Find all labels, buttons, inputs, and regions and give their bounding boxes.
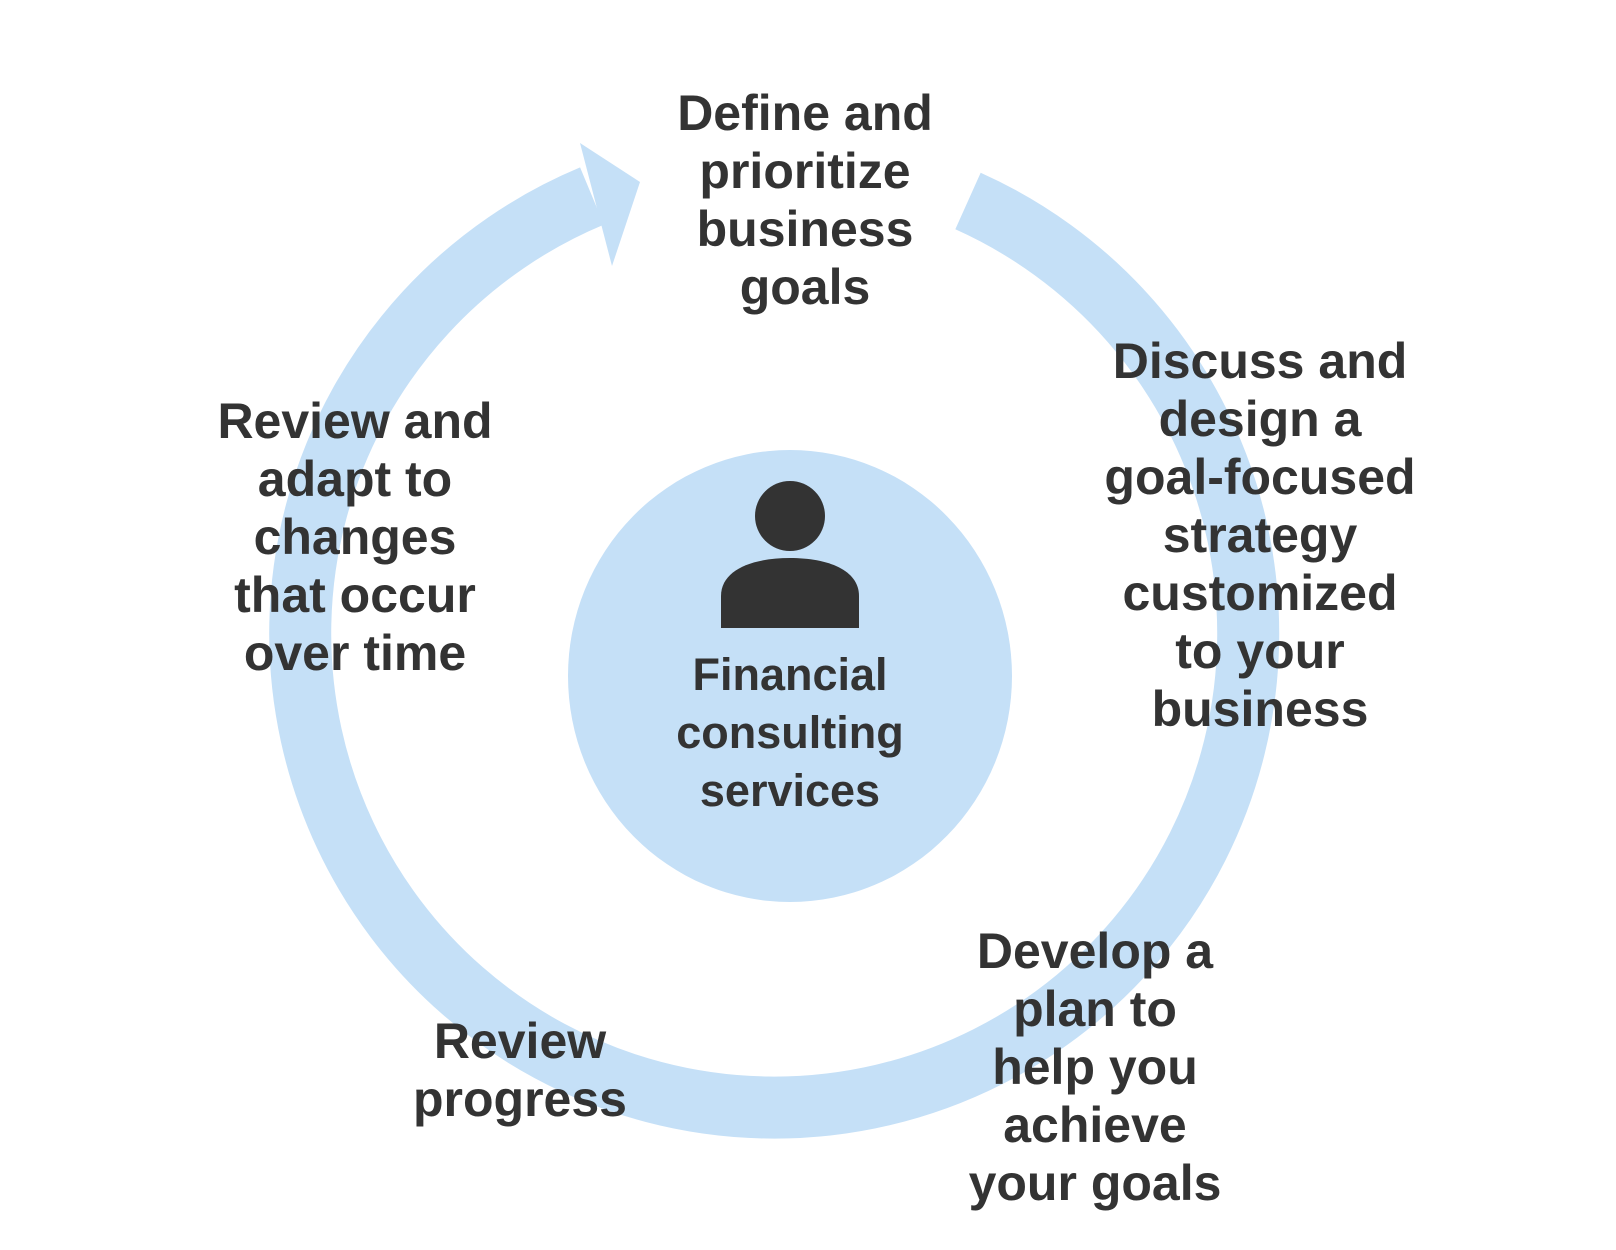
cycle-ring-arrow-body [269, 167, 1280, 1139]
step-review-progress: Review progress [413, 1013, 627, 1127]
cycle-arrowhead [580, 143, 640, 266]
person-icon [721, 481, 859, 628]
step-define-goals: Define and prioritize business goals [677, 85, 933, 315]
center-disc [568, 450, 1012, 902]
step-review-adapt: Review and adapt to changes that occur o… [217, 393, 493, 681]
step-develop-plan: Develop a plan to help you achieve your … [968, 923, 1222, 1211]
center-label: Financial consulting services [676, 649, 904, 816]
step-design-strategy: Discuss and design a goal-focused strate… [1104, 333, 1416, 737]
